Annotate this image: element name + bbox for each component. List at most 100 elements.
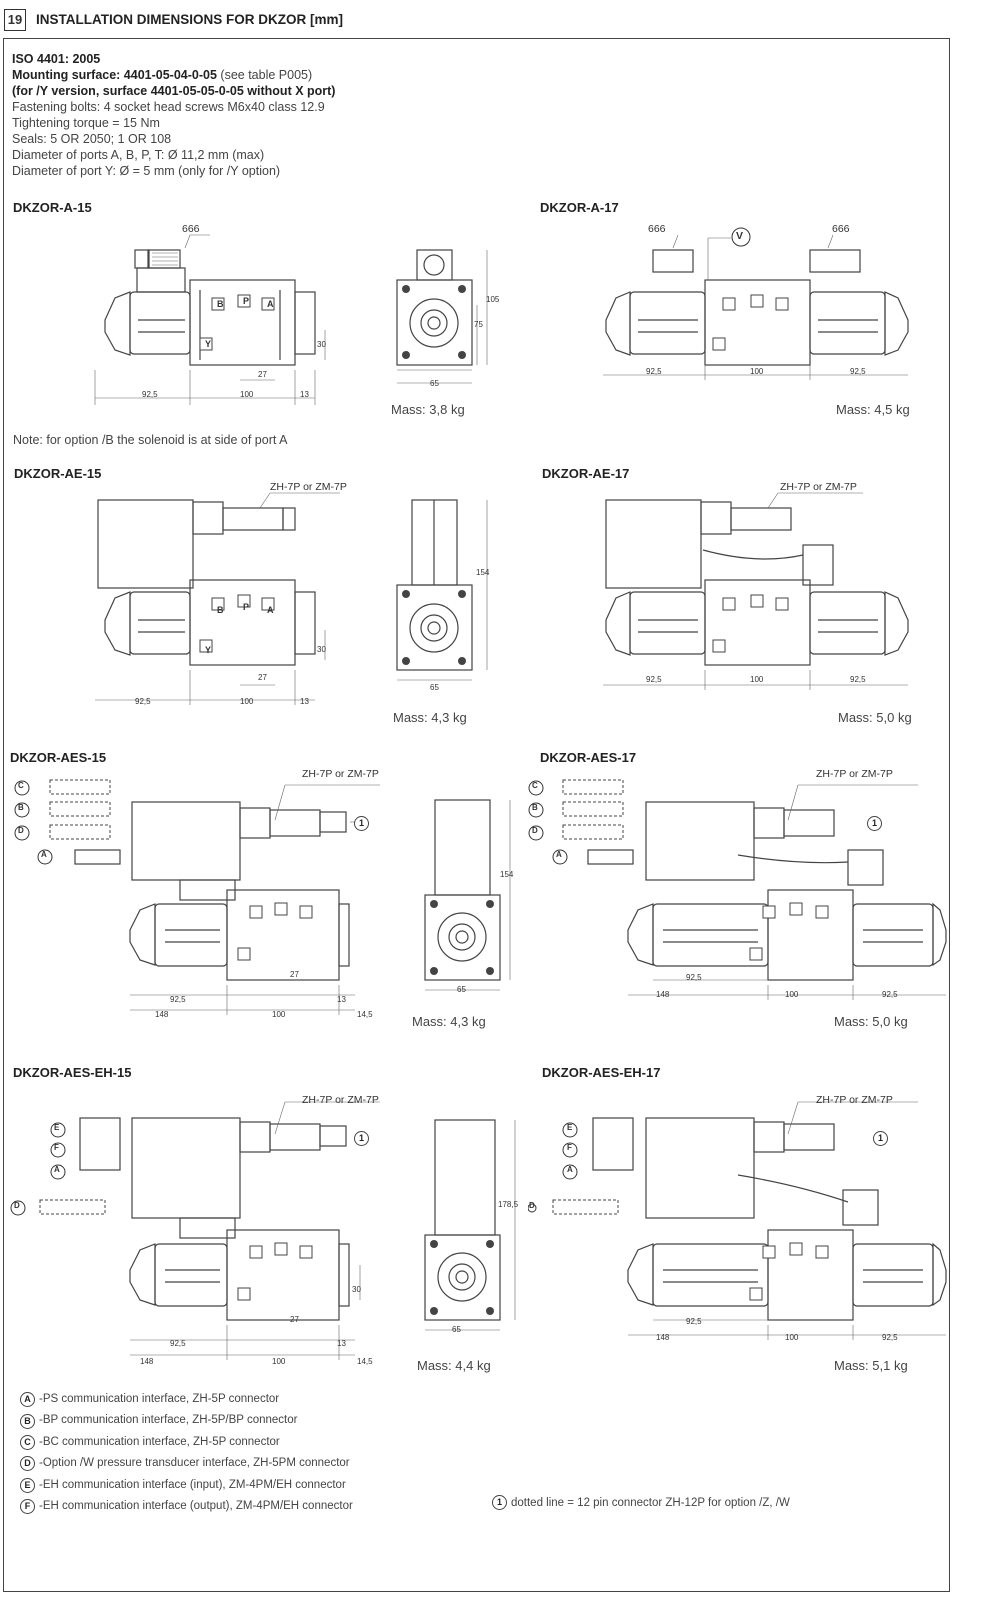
note-option-b: Note: for option /B the solenoid is at s… — [13, 433, 288, 447]
drawing-aes17-side — [528, 779, 947, 1000]
dim-aeseh17-100: 100 — [785, 1333, 799, 1342]
mass-aes15: Mass: 4,3 kg — [412, 1014, 486, 1029]
label-aeseh17-connector: ZH-7P or ZM-7P — [816, 1094, 893, 1106]
legend-item-f: F -EH communication interface (output), Z… — [20, 1496, 353, 1517]
marker-e-aeseh17: E — [567, 1123, 573, 1132]
label-ae15-connector: ZH-7P or ZM-7P — [270, 481, 347, 493]
marker-c-aes15: C — [18, 781, 24, 790]
dim-a17-925a: 92,5 — [646, 367, 662, 376]
marker-a-aeseh17: A — [567, 1165, 573, 1174]
section-title: INSTALLATION DIMENSIONS FOR DKZOR [mm] — [36, 12, 343, 27]
title-aeseh15: DKZOR-AES-EH-15 — [13, 1065, 132, 1080]
marker-a-aeseh15: A — [54, 1165, 60, 1174]
dim-a17-100: 100 — [750, 367, 764, 376]
legend-marker: F — [20, 1499, 35, 1515]
dim-a17-925b: 92,5 — [850, 367, 866, 376]
mass-aes17: Mass: 5,0 kg — [834, 1014, 908, 1029]
label-a17-connector-right: 666 — [832, 223, 850, 235]
legend-marker: E — [20, 1477, 35, 1493]
marker-a-aes15: A — [41, 850, 47, 859]
spec-block: ISO 4401: 2005 Mounting surface: 4401-05… — [12, 51, 335, 179]
legend-text: -BP communication interface, ZH-5P/BP co… — [39, 1414, 298, 1427]
title-ae15: DKZOR-AE-15 — [14, 466, 102, 481]
dim-aeseh15-148: 148 — [140, 1357, 154, 1366]
mass-a15: Mass: 3,8 kg — [391, 402, 465, 417]
drawing-ae15-front — [396, 499, 488, 681]
legend-text: -PS communication interface, ZH-5P conne… — [39, 1393, 280, 1405]
spec-ports: Diameter of ports A, B, P, T: Ø 11,2 mm … — [12, 148, 265, 162]
marker-c-aes17: C — [532, 781, 538, 790]
port-b-a15: B — [217, 299, 224, 309]
dim-aes15-100: 100 — [272, 1010, 286, 1019]
dim-aes15-154: 154 — [500, 870, 514, 879]
dim-ae17-925b: 92,5 — [850, 675, 866, 684]
dim-ae15-100: 100 — [240, 697, 254, 706]
title-a15: DKZOR-A-15 — [13, 200, 92, 215]
dim-aeseh15-1785: 178,5 — [498, 1200, 519, 1209]
legend-marker: D — [20, 1456, 35, 1472]
dim-a15-105: 105 — [486, 295, 500, 304]
label-ae17-connector: ZH-7P or ZM-7P — [780, 481, 857, 493]
dim-aes15-65: 65 — [457, 985, 466, 994]
drawing-a17-side — [603, 227, 909, 380]
footnote: 1 dotted line = 12 pin connector ZH-12P … — [492, 1495, 790, 1510]
legend-text: -Option /W pressure transducer interface… — [39, 1457, 350, 1470]
spec-iso: ISO 4401: 2005 — [12, 52, 101, 66]
dim-aeseh15-30: 30 — [352, 1285, 361, 1294]
footnote-text: dotted line = 12 pin connector ZH-12P fo… — [511, 1496, 790, 1509]
legend-text: -EH communication interface (output), ZM… — [39, 1500, 353, 1513]
dim-a15-925: 92,5 — [142, 390, 158, 399]
spec-port-y: Diameter of port Y: Ø = 5 mm (only for /… — [12, 164, 281, 178]
legend-marker: B — [20, 1413, 35, 1429]
port-p-a15: P — [243, 296, 250, 306]
spec-y-version: (for /Y version, surface 4401-05-05-0-05… — [12, 84, 336, 98]
marker-1-aes15: 1 — [354, 816, 369, 831]
label-a15-connector: 666 — [182, 223, 200, 235]
dim-aes15-925: 92,5 — [170, 995, 186, 1004]
label-aeseh15-connector: ZH-7P or ZM-7P — [302, 1094, 379, 1106]
legend-item-a: A-PS communication interface, ZH-5P conn… — [20, 1389, 353, 1410]
spec-bolts: Fastening bolts: 4 socket head screws M6… — [12, 100, 325, 114]
title-ae17: DKZOR-AE-17 — [542, 466, 630, 481]
marker-b-aes15: B — [18, 803, 24, 812]
mass-ae17: Mass: 5,0 kg — [838, 710, 912, 725]
port-a-ae15: A — [267, 605, 274, 615]
dim-aeseh15-65: 65 — [452, 1325, 461, 1334]
dim-ae15-27: 27 — [258, 673, 267, 682]
spec-mounting-ref: (see table P005) — [216, 68, 313, 82]
marker-d-aes17: D — [532, 826, 538, 835]
dim-a15-13: 13 — [300, 390, 309, 399]
marker-d-aeseh15: D — [14, 1201, 20, 1210]
dim-aeseh15-145: 14,5 — [357, 1357, 373, 1366]
dim-aes17-925a: 92,5 — [686, 973, 702, 982]
drawing-a15-front — [396, 249, 488, 384]
legend-marker: C — [20, 1435, 35, 1451]
mass-ae15: Mass: 4,3 kg — [393, 710, 467, 725]
dim-ae17-100: 100 — [750, 675, 764, 684]
marker-1-aes17: 1 — [867, 816, 882, 831]
marker-e-aeseh15: E — [54, 1123, 60, 1132]
spec-torque: Tightening torque = 15 Nm — [12, 116, 160, 130]
dim-aeseh15-13: 13 — [337, 1339, 346, 1348]
dim-aes15-13: 13 — [337, 995, 346, 1004]
marker-1-aeseh17: 1 — [873, 1131, 888, 1146]
footnote-marker: 1 — [492, 1495, 507, 1510]
dim-aeseh17-148: 148 — [656, 1333, 670, 1342]
dim-ae15-30: 30 — [317, 645, 326, 654]
dim-aeseh15-100: 100 — [272, 1357, 286, 1366]
marker-b-aes17: B — [532, 803, 538, 812]
dim-ae17-925a: 92,5 — [646, 675, 662, 684]
content-frame — [3, 38, 950, 1592]
marker-a-aes17: A — [556, 850, 562, 859]
dim-ae15-154: 154 — [476, 568, 490, 577]
dim-aes17-148: 148 — [656, 990, 670, 999]
legend-item-e: E-EH communication interface (input), ZM… — [20, 1475, 353, 1496]
dim-ae15-13: 13 — [300, 697, 309, 706]
drawing-a15-side — [94, 234, 326, 405]
dim-aes15-145: 14,5 — [357, 1010, 373, 1019]
legend-item-c: C-BC communication interface, ZH-5P conn… — [20, 1432, 353, 1453]
port-y-ae15: Y — [205, 645, 212, 655]
spec-mounting: Mounting surface: 4401-05-04-0-05 — [12, 68, 217, 82]
dim-aeseh17-925a: 92,5 — [686, 1317, 702, 1326]
title-aes17: DKZOR-AES-17 — [540, 750, 637, 765]
